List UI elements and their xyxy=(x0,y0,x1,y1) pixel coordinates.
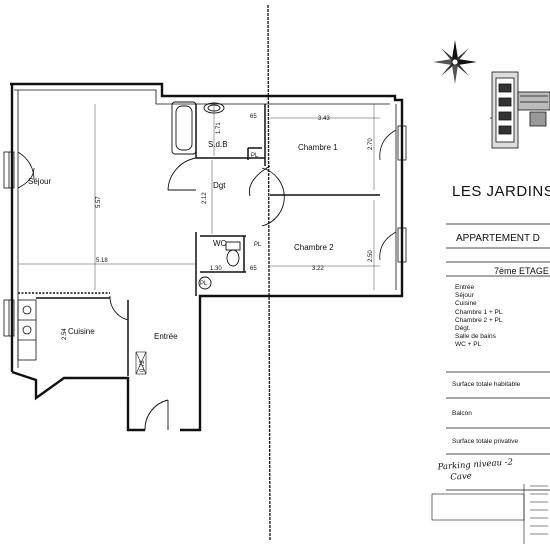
balcon-label: Balcon xyxy=(452,410,472,417)
room-label-sejour: Séjour xyxy=(28,177,51,186)
room-label-pl-3: PL xyxy=(200,281,208,287)
dimension-label: 1.71 xyxy=(216,122,222,134)
dimension-label: 65 xyxy=(250,114,257,120)
dimension-label: 2.50 xyxy=(368,250,374,262)
list-item: Chambre 1 + PL xyxy=(455,308,503,316)
footer-stamp-block xyxy=(431,484,548,544)
list-item: Cuisine xyxy=(455,300,477,308)
dimension-label: 2.54 xyxy=(62,328,68,340)
left-windows xyxy=(3,151,35,337)
dimension-label: 3.43 xyxy=(318,116,330,122)
surface-habitable-label: Surface totale habitable xyxy=(452,381,521,388)
kitchen-counter xyxy=(17,299,37,361)
title-block-frame xyxy=(446,223,550,491)
dimension-label: 1.30 xyxy=(210,266,222,272)
list-item: Séjour xyxy=(455,292,474,300)
page-fold-line xyxy=(267,4,271,541)
exterior-walls xyxy=(10,82,404,432)
room-label-entree: Entrée xyxy=(154,332,178,341)
list-item: Entrée xyxy=(455,284,475,291)
room-label-pl-1: PL xyxy=(251,153,259,159)
room-label-pl-2: PL xyxy=(254,242,262,248)
list-item: Salle de bains xyxy=(455,333,496,341)
room-label-dgt: Dgt xyxy=(213,181,226,190)
room-label-wc: WC xyxy=(213,239,227,248)
dimension-label: 5.18 xyxy=(96,258,108,264)
apartment-subtitle: APPARTEMENT D xyxy=(456,233,540,244)
site-key-plan xyxy=(490,71,550,149)
dimension-lines xyxy=(18,102,380,290)
project-title: LES JARDINS xyxy=(452,183,550,200)
list-item: Chambre 2 + PL xyxy=(455,316,503,324)
closet-hatch xyxy=(135,351,147,375)
dimension-label: 3.22 xyxy=(312,266,324,272)
room-label-chambre2: Chambre 2 xyxy=(294,243,334,252)
doors xyxy=(109,157,285,431)
dimension-label: 5.57 xyxy=(96,196,102,208)
dimension-label: 2.70 xyxy=(368,138,374,150)
dimension-label: 0.72 xyxy=(140,360,146,372)
room-list: Entrée Séjour Cuisine Chambre 1 + PL Cha… xyxy=(455,284,503,350)
surface-privative-label: Surface totale privative xyxy=(452,438,519,445)
dimension-label: 2.12 xyxy=(202,192,208,204)
room-label-cuisine: Cuisine xyxy=(68,327,95,336)
right-windows xyxy=(379,125,407,263)
list-item: WC + PL xyxy=(455,341,482,349)
dimension-label: 65 xyxy=(250,266,257,272)
compass-rose-icon xyxy=(433,40,477,84)
floor-label: 7ème ETAGE xyxy=(494,266,549,276)
list-item: Dégt. xyxy=(455,325,471,333)
room-label-sdb: S.d.B xyxy=(208,140,228,149)
toilet-fixture xyxy=(198,241,241,290)
room-label-chambre1: Chambre 1 xyxy=(298,143,338,152)
